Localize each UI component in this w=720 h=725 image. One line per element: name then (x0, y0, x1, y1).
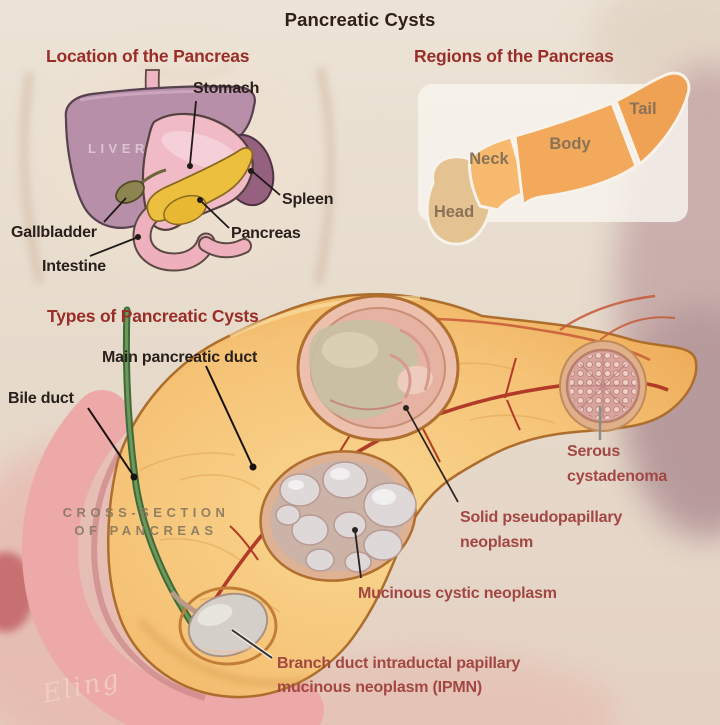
liver-label: LIVER (88, 141, 149, 156)
serous-cystadenoma-cyst (559, 340, 647, 432)
duodenum-band (22, 390, 324, 725)
regions-section-heading: Regions of the Pancreas (414, 46, 614, 66)
region-body-label: Body (549, 135, 591, 153)
gallbladder (115, 168, 167, 204)
solid-pseudopapillary-cyst (296, 294, 460, 442)
region-tail-label: Tail (629, 100, 657, 118)
types-section-heading: Types of Pancreatic Cysts (47, 306, 259, 326)
pancreas-cross-section-illustration (0, 293, 698, 725)
main-duct-label: Main pancreatic duct (102, 349, 258, 366)
region-tail (614, 71, 691, 166)
region-neck (468, 135, 529, 212)
regions-illustration (418, 71, 691, 246)
mucinous-cystic-cyst (259, 450, 417, 582)
intestine (132, 196, 252, 272)
cross-section-label: CROSS-SECTION OF PANCREAS (62, 505, 230, 538)
pancreas-label: Pancreas (231, 225, 301, 242)
gallbladder-label: Gallbladder (11, 224, 97, 241)
ipmn-label: Branch duct intraductal papillary mucino… (277, 655, 521, 696)
intestine-label: Intestine (42, 258, 106, 275)
region-body (513, 101, 638, 207)
region-head-label: Head (433, 203, 475, 221)
region-neck-label: Neck (469, 150, 509, 168)
stomach-label: Stomach (193, 80, 260, 97)
serous-cystadenoma-label: Serous cystadenoma (567, 443, 668, 485)
location-illustration (64, 69, 281, 272)
location-pointer-lines (89, 100, 281, 257)
solid-pseudopapillary-label: Solid pseudopapillary neoplasm (460, 509, 623, 551)
spleen-label: Spleen (282, 191, 334, 208)
page-title: Pancreatic Cysts (284, 9, 436, 30)
location-section-heading: Location of the Pancreas (46, 46, 250, 66)
mucinous-cystic-label: Mucinous cystic neoplasm (358, 585, 557, 602)
types-pointer-lines (87, 365, 602, 660)
bile-duct-label: Bile duct (8, 390, 74, 407)
pancreas-organ (146, 147, 254, 226)
